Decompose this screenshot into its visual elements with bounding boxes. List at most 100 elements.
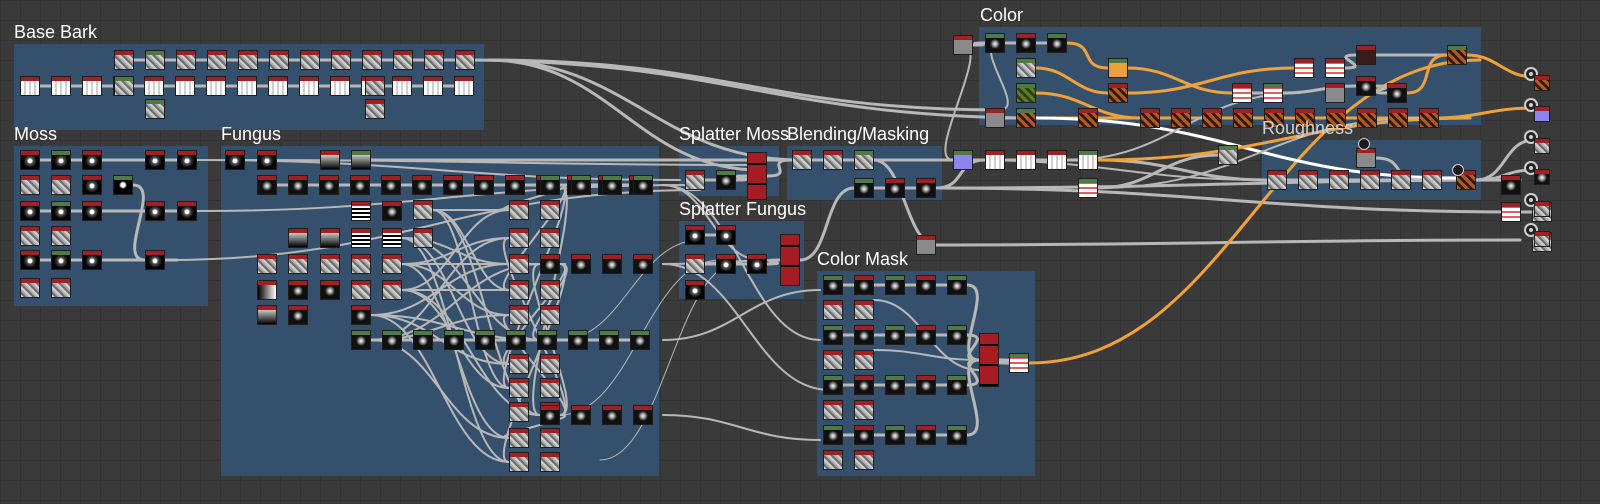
graph-wire[interactable] <box>765 258 782 266</box>
graph-node[interactable] <box>320 228 340 248</box>
graph-node[interactable] <box>51 150 71 170</box>
graph-wire[interactable] <box>765 158 794 178</box>
graph-node[interactable] <box>20 150 40 170</box>
graph-node[interactable] <box>1391 170 1411 190</box>
graph-node[interactable] <box>444 330 464 350</box>
graph-wire[interactable] <box>532 184 568 416</box>
graph-wire[interactable] <box>965 283 981 362</box>
graph-node[interactable] <box>1108 58 1128 78</box>
graph-node[interactable] <box>633 254 653 274</box>
frame-moss[interactable] <box>14 146 208 306</box>
graph-node[interactable] <box>269 50 289 70</box>
graph-node[interactable] <box>885 325 905 345</box>
graph-node[interactable] <box>382 201 402 221</box>
graph-node[interactable] <box>947 325 967 345</box>
graph-node[interactable] <box>424 50 444 70</box>
graph-node[interactable] <box>1388 108 1408 128</box>
frame-title-color[interactable]: Color <box>980 5 1024 25</box>
graph-node[interactable] <box>381 175 401 195</box>
graph-node[interactable] <box>412 175 432 195</box>
graph-node[interactable] <box>599 330 619 350</box>
graph-wire[interactable] <box>131 183 147 262</box>
graph-node[interactable] <box>1016 83 1036 103</box>
graph-node[interactable] <box>82 250 102 270</box>
graph-node[interactable] <box>382 228 402 248</box>
graph-node[interactable] <box>885 275 905 295</box>
graph-node[interactable] <box>145 150 165 170</box>
graph-node[interactable] <box>206 76 226 96</box>
graph-node[interactable] <box>413 228 433 248</box>
graph-node[interactable] <box>51 201 71 221</box>
frame-title-color-mask[interactable]: Color Mask <box>817 249 909 269</box>
graph-node[interactable] <box>947 375 967 395</box>
graph-node[interactable] <box>51 278 71 298</box>
graph-node[interactable] <box>237 76 257 96</box>
graph-node[interactable] <box>823 325 843 345</box>
graph-wire[interactable] <box>1126 66 1296 95</box>
graph-wire[interactable] <box>1405 53 1449 95</box>
graph-node[interactable] <box>685 225 705 245</box>
graph-node[interactable] <box>854 300 874 320</box>
graph-node[interactable] <box>1047 33 1067 53</box>
graph-node[interactable] <box>300 50 320 70</box>
graph-wire[interactable] <box>458 58 1042 120</box>
graph-node[interactable] <box>413 330 433 350</box>
graph-node[interactable] <box>1078 150 1098 170</box>
graph-node[interactable] <box>823 150 843 170</box>
graph-node[interactable] <box>331 50 351 70</box>
node-comment-icon[interactable] <box>1452 164 1464 176</box>
graph-wire[interactable] <box>662 414 821 441</box>
graph-node[interactable] <box>1232 83 1252 103</box>
graph-node[interactable] <box>1202 108 1222 128</box>
graph-node[interactable] <box>144 76 164 96</box>
graph-wire[interactable] <box>1374 84 1389 95</box>
graph-node[interactable] <box>330 76 350 96</box>
frame-title-moss[interactable]: Moss <box>14 124 58 144</box>
graph-wire[interactable] <box>1343 53 1358 70</box>
graph-wire[interactable] <box>1065 41 1110 70</box>
graph-node[interactable] <box>257 175 277 195</box>
graph-node[interactable] <box>571 175 591 195</box>
graph-node[interactable] <box>114 76 134 96</box>
graph-wire[interactable] <box>486 58 1002 112</box>
graph-node[interactable] <box>288 175 308 195</box>
graph-node[interactable] <box>540 175 560 195</box>
graph-node[interactable] <box>823 375 843 395</box>
graph-node[interactable] <box>1387 83 1407 103</box>
graph-node[interactable] <box>320 280 340 300</box>
graph-node[interactable] <box>537 330 557 350</box>
graph-node[interactable] <box>633 405 653 425</box>
graph-node[interactable] <box>1016 33 1036 53</box>
graph-node[interactable] <box>82 150 102 170</box>
graph-node[interactable] <box>1329 170 1349 190</box>
graph-wire[interactable] <box>1126 66 1234 95</box>
graph-node[interactable] <box>823 400 843 420</box>
graph-node[interactable] <box>509 402 529 422</box>
graph-node[interactable] <box>509 228 529 248</box>
graph-node[interactable] <box>985 108 1005 128</box>
graph-node[interactable] <box>1218 145 1238 165</box>
graph-node[interactable] <box>1171 108 1191 128</box>
graph-node[interactable] <box>1009 353 1029 373</box>
graph-node[interactable] <box>177 150 197 170</box>
graph-node[interactable] <box>953 35 973 55</box>
graph-node[interactable] <box>953 150 973 170</box>
graph-node[interactable] <box>51 175 71 195</box>
graph-node[interactable] <box>540 405 560 425</box>
graph-node[interactable] <box>540 428 560 448</box>
graph-node[interactable] <box>351 201 371 221</box>
graph-node[interactable] <box>747 254 767 274</box>
blend-node[interactable] <box>979 333 999 387</box>
graph-wire[interactable] <box>798 186 856 262</box>
graph-node[interactable] <box>602 175 622 195</box>
graph-node[interactable] <box>854 400 874 420</box>
graph-node[interactable] <box>365 99 385 119</box>
graph-node[interactable] <box>885 425 905 445</box>
graph-node[interactable] <box>571 405 591 425</box>
graph-node[interactable] <box>145 250 165 270</box>
graph-node[interactable] <box>1078 178 1098 198</box>
graph-node[interactable] <box>257 280 277 300</box>
frame-title-splatter-fungus[interactable]: Splatter Fungus <box>679 199 807 219</box>
graph-node[interactable] <box>299 76 319 96</box>
graph-node[interactable] <box>1016 58 1036 78</box>
